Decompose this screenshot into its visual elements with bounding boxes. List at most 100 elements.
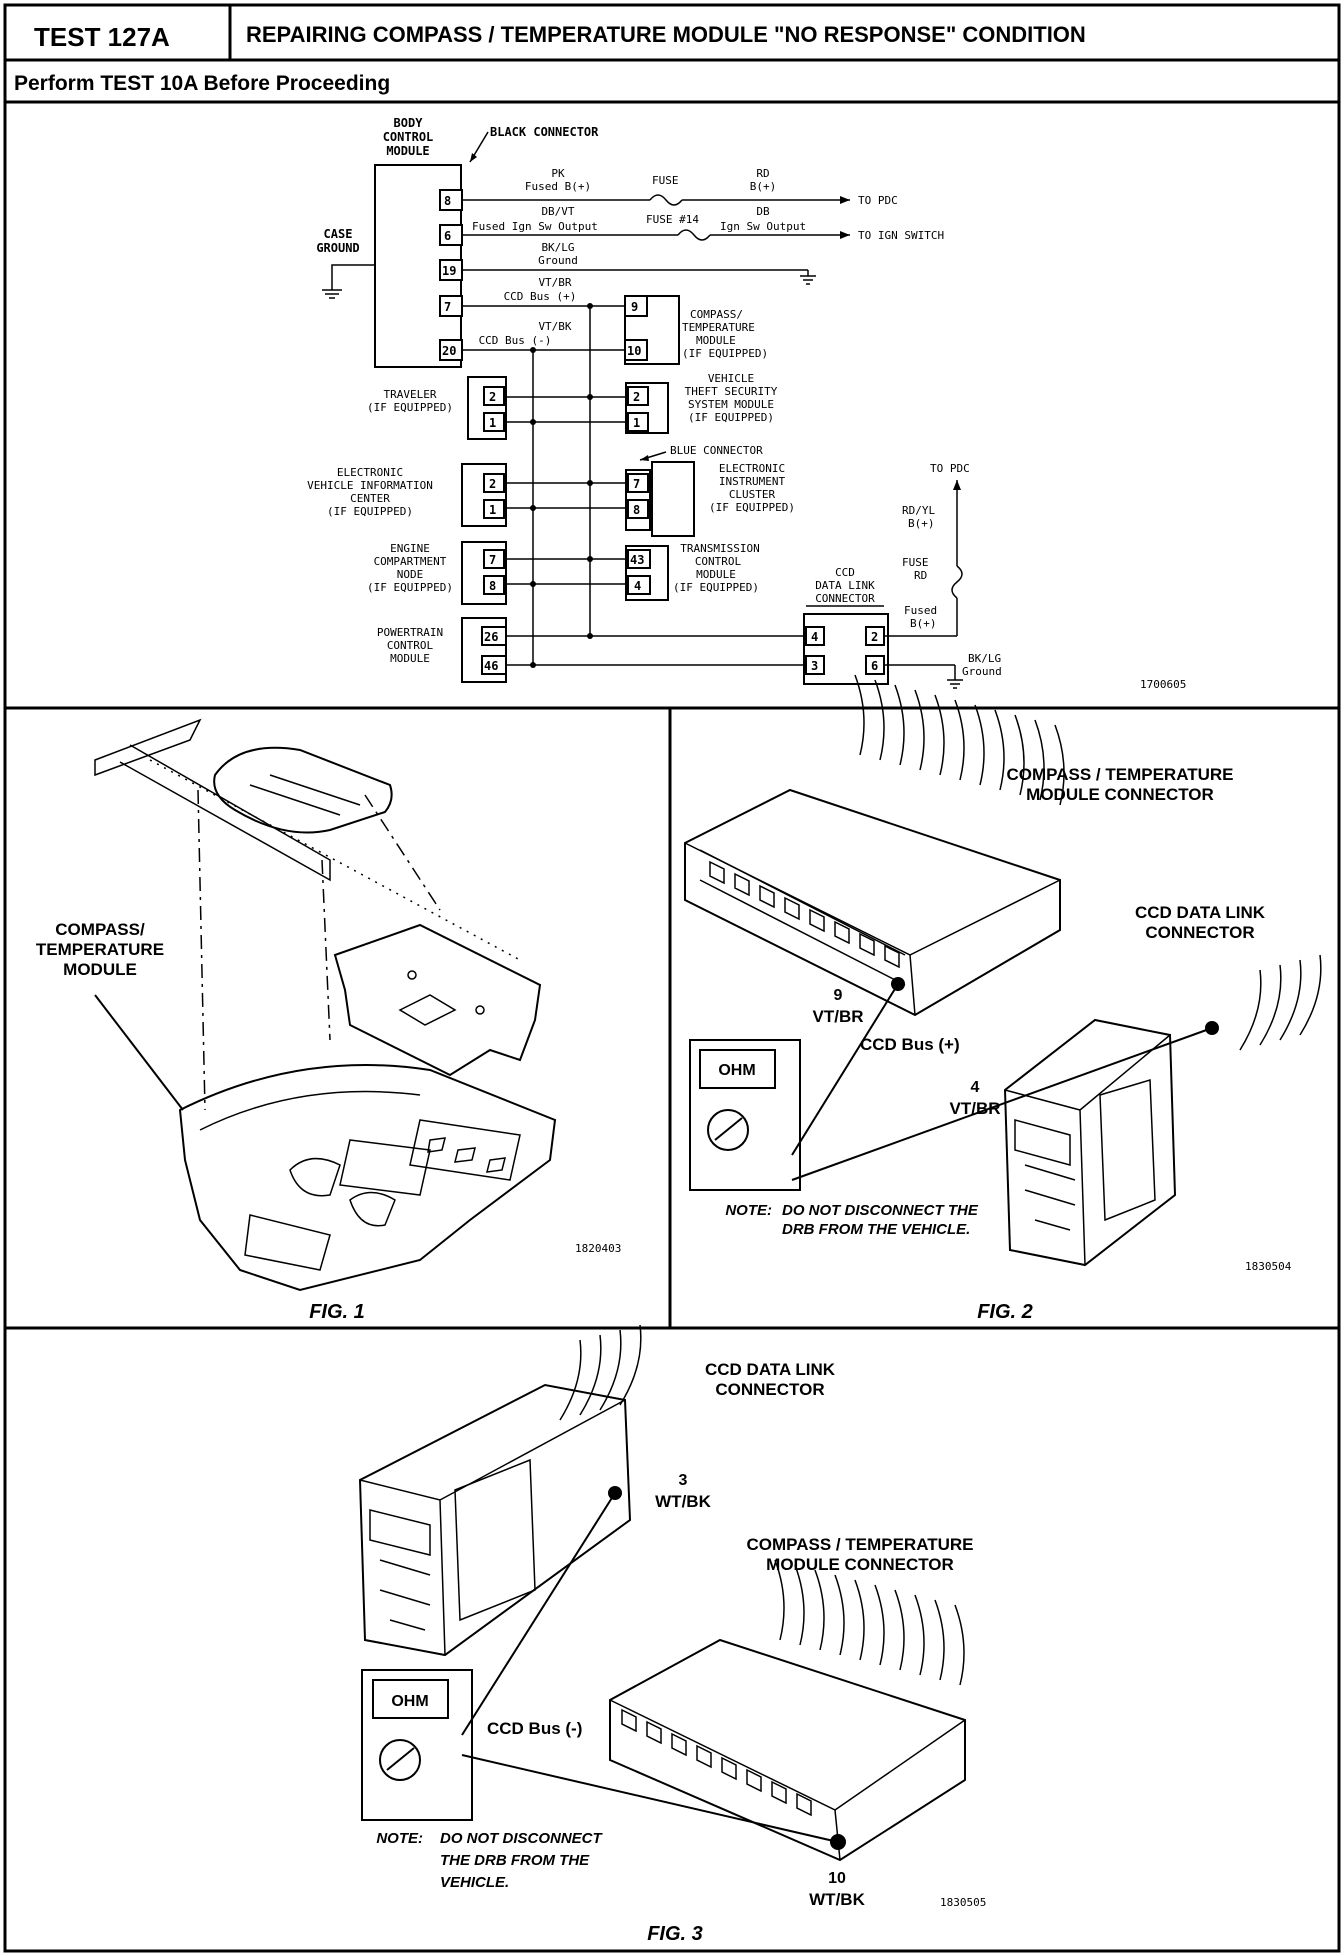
svg-text:6: 6	[444, 229, 451, 243]
svg-text:POWERTRAIN: POWERTRAIN	[377, 626, 443, 639]
svg-text:3: 3	[811, 659, 818, 673]
compass-module-4: (IF EQUIPPED)	[682, 347, 768, 360]
svg-text:26: 26	[484, 630, 498, 644]
svg-text:CONTROL: CONTROL	[387, 639, 434, 652]
svg-text:FUSE: FUSE	[902, 556, 929, 569]
compass-module-3: MODULE	[696, 334, 736, 347]
case-ground-2: GROUND	[316, 241, 359, 255]
svg-text:Fused B(+): Fused B(+)	[525, 180, 591, 193]
svg-text:4: 4	[634, 579, 641, 593]
svg-text:COMPASS / TEMPERATURE: COMPASS / TEMPERATURE	[747, 1535, 974, 1554]
svg-text:7: 7	[444, 300, 451, 314]
svg-text:1: 1	[489, 503, 496, 517]
svg-text:Ground: Ground	[962, 665, 1002, 678]
svg-text:MODULE: MODULE	[696, 568, 736, 581]
svg-text:8: 8	[444, 194, 451, 208]
svg-text:TRAVELER: TRAVELER	[384, 388, 437, 401]
svg-text:CCD Bus (+): CCD Bus (+)	[504, 290, 577, 303]
svg-text:ENGINE: ENGINE	[390, 542, 430, 555]
svg-text:B(+): B(+)	[908, 517, 935, 530]
svg-text:CCD Bus (-): CCD Bus (-)	[487, 1719, 582, 1738]
svg-text:VEHICLE INFORMATION: VEHICLE INFORMATION	[307, 479, 433, 492]
fig1-label-2: TEMPERATURE	[36, 940, 164, 959]
fig1-label-1: COMPASS/	[55, 920, 145, 939]
svg-text:CCD DATA LINK: CCD DATA LINK	[1135, 903, 1266, 922]
svg-text:NOTE:: NOTE:	[725, 1202, 772, 1219]
svg-text:6: 6	[871, 659, 878, 673]
fig2-ccd-bus-positive-test: COMPASS / TEMPERATURE MODULE CONNECTOR C…	[684, 674, 1322, 1323]
fig1-caption: FIG. 1	[309, 1301, 365, 1323]
svg-text:COMPASS / TEMPERATURE: COMPASS / TEMPERATURE	[1007, 765, 1234, 784]
svg-text:NOTE:: NOTE:	[376, 1830, 423, 1847]
bcm-label-3: MODULE	[386, 144, 429, 158]
svg-text:46: 46	[484, 659, 498, 673]
svg-text:19: 19	[442, 264, 456, 278]
svg-text:CONNECTOR: CONNECTOR	[815, 592, 875, 605]
fig1-label-3: MODULE	[63, 960, 137, 979]
svg-text:CCD Bus (-): CCD Bus (-)	[479, 334, 552, 347]
svg-text:TRANSMISSION: TRANSMISSION	[680, 542, 759, 555]
wiring-schematic: BODY CONTROL MODULE BLACK CONNECTOR CASE…	[307, 116, 1186, 691]
svg-text:DB/VT: DB/VT	[541, 205, 574, 218]
svg-text:9: 9	[834, 987, 843, 1004]
svg-text:Fused Ign Sw Output: Fused Ign Sw Output	[472, 220, 598, 233]
svg-text:CENTER: CENTER	[350, 492, 390, 505]
svg-text:TO IGN SWITCH: TO IGN SWITCH	[858, 229, 944, 242]
case-ground-1: CASE	[324, 227, 353, 241]
svg-text:WT/BK: WT/BK	[809, 1890, 865, 1909]
svg-text:7: 7	[489, 553, 496, 567]
svg-text:OHM: OHM	[391, 1693, 428, 1710]
svg-text:BK/LG: BK/LG	[968, 652, 1001, 665]
svg-text:1: 1	[489, 416, 496, 430]
svg-text:1: 1	[633, 416, 640, 430]
svg-text:DO NOT DISCONNECT THE: DO NOT DISCONNECT THE	[782, 1202, 979, 1219]
svg-text:2: 2	[633, 390, 640, 404]
schematic-figure-number: 1700605	[1140, 678, 1186, 691]
svg-text:1830505: 1830505	[940, 1896, 986, 1909]
svg-text:COMPARTMENT: COMPARTMENT	[374, 555, 447, 568]
svg-text:VT/BK: VT/BK	[538, 320, 571, 333]
svg-text:(IF EQUIPPED): (IF EQUIPPED)	[327, 505, 413, 518]
svg-text:CCD Bus (+): CCD Bus (+)	[860, 1035, 960, 1054]
svg-text:MODULE CONNECTOR: MODULE CONNECTOR	[766, 1555, 954, 1574]
svg-text:ELECTRONIC: ELECTRONIC	[337, 466, 403, 479]
fig1-number: 1820403	[575, 1242, 621, 1255]
test-title: REPAIRING COMPASS / TEMPERATURE MODULE "…	[246, 22, 1086, 47]
fig3-ccd-bus-negative-test: CCD DATA LINK CONNECTOR 3 WT/BK COMPASS …	[358, 1324, 986, 1945]
compass-module-2: TEMPERATURE	[682, 321, 755, 334]
svg-text:20: 20	[442, 344, 456, 358]
svg-text:3: 3	[679, 1472, 688, 1489]
svg-text:(IF EQUIPPED): (IF EQUIPPED)	[688, 411, 774, 424]
svg-text:RD: RD	[914, 569, 927, 582]
svg-text:VEHICLE.: VEHICLE.	[440, 1874, 509, 1891]
svg-text:BLUE CONNECTOR: BLUE CONNECTOR	[670, 444, 763, 457]
svg-text:VT/BR: VT/BR	[538, 276, 571, 289]
svg-text:(IF EQUIPPED): (IF EQUIPPED)	[673, 581, 759, 594]
svg-text:B(+): B(+)	[750, 180, 777, 193]
svg-text:(IF EQUIPPED): (IF EQUIPPED)	[709, 501, 795, 514]
svg-text:THEFT SECURITY: THEFT SECURITY	[685, 385, 778, 398]
fig2-ohmmeter	[689, 1039, 801, 1191]
svg-text:43: 43	[630, 553, 644, 567]
test-id: TEST 127A	[34, 22, 170, 52]
svg-text:(IF EQUIPPED): (IF EQUIPPED)	[367, 581, 453, 594]
fig3-ohmmeter	[361, 1669, 473, 1821]
svg-text:CONNECTOR: CONNECTOR	[715, 1380, 824, 1399]
svg-text:NODE: NODE	[397, 568, 424, 581]
svg-text:9: 9	[631, 300, 638, 314]
svg-text:10: 10	[828, 1870, 846, 1887]
svg-text:INSTRUMENT: INSTRUMENT	[719, 475, 786, 488]
svg-text:DO NOT DISCONNECT: DO NOT DISCONNECT	[440, 1830, 604, 1847]
svg-text:1830504: 1830504	[1245, 1260, 1292, 1273]
svg-text:CONTROL: CONTROL	[695, 555, 742, 568]
svg-text:VEHICLE: VEHICLE	[708, 372, 754, 385]
svg-text:SYSTEM MODULE: SYSTEM MODULE	[688, 398, 774, 411]
svg-text:4: 4	[971, 1079, 980, 1096]
svg-text:FUSE: FUSE	[652, 174, 679, 187]
svg-text:10: 10	[627, 344, 641, 358]
svg-text:TO PDC: TO PDC	[858, 194, 898, 207]
svg-text:4: 4	[811, 630, 818, 644]
svg-text:(IF EQUIPPED): (IF EQUIPPED)	[367, 401, 453, 414]
svg-text:CCD: CCD	[835, 566, 855, 579]
